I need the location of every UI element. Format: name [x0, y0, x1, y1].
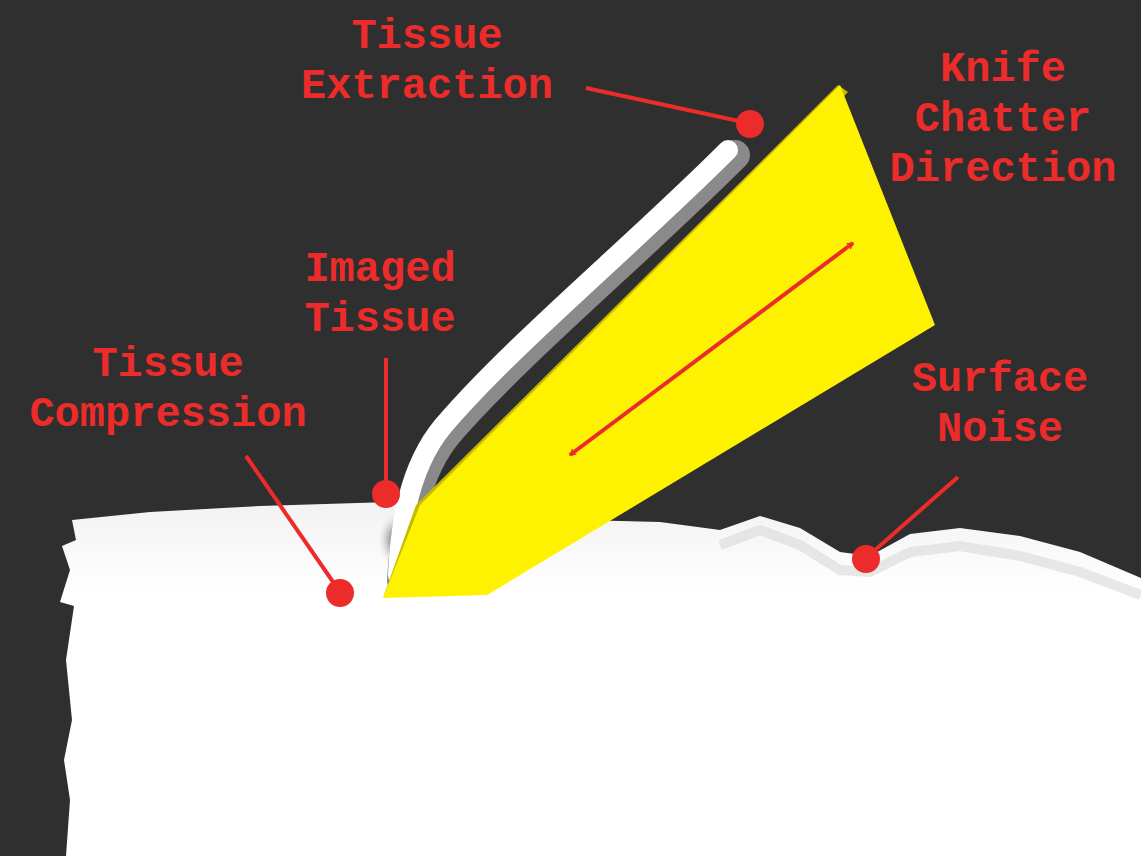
callout-label: Tissue Extraction — [292, 12, 562, 112]
callout-dot — [372, 480, 400, 508]
callout-dot — [852, 545, 880, 573]
leader-line — [246, 456, 340, 592]
leader-line — [586, 88, 748, 123]
leader-line — [384, 358, 388, 493]
callout-label: Knife Chatter Direction — [883, 45, 1123, 195]
leader-line — [866, 477, 958, 558]
callout-dots — [326, 110, 880, 607]
tissue-block — [60, 502, 1141, 856]
callout-label: Imaged Tissue — [295, 245, 465, 345]
surface-shading — [720, 530, 1141, 595]
callout-label: Surface Noise — [890, 355, 1110, 455]
callout-label: Tissue Compression — [23, 340, 313, 440]
callout-dot — [326, 579, 354, 607]
callout-dot — [736, 110, 764, 138]
chatter-arrow — [570, 243, 853, 455]
knife-blade — [383, 85, 935, 598]
leader-lines — [246, 88, 958, 592]
